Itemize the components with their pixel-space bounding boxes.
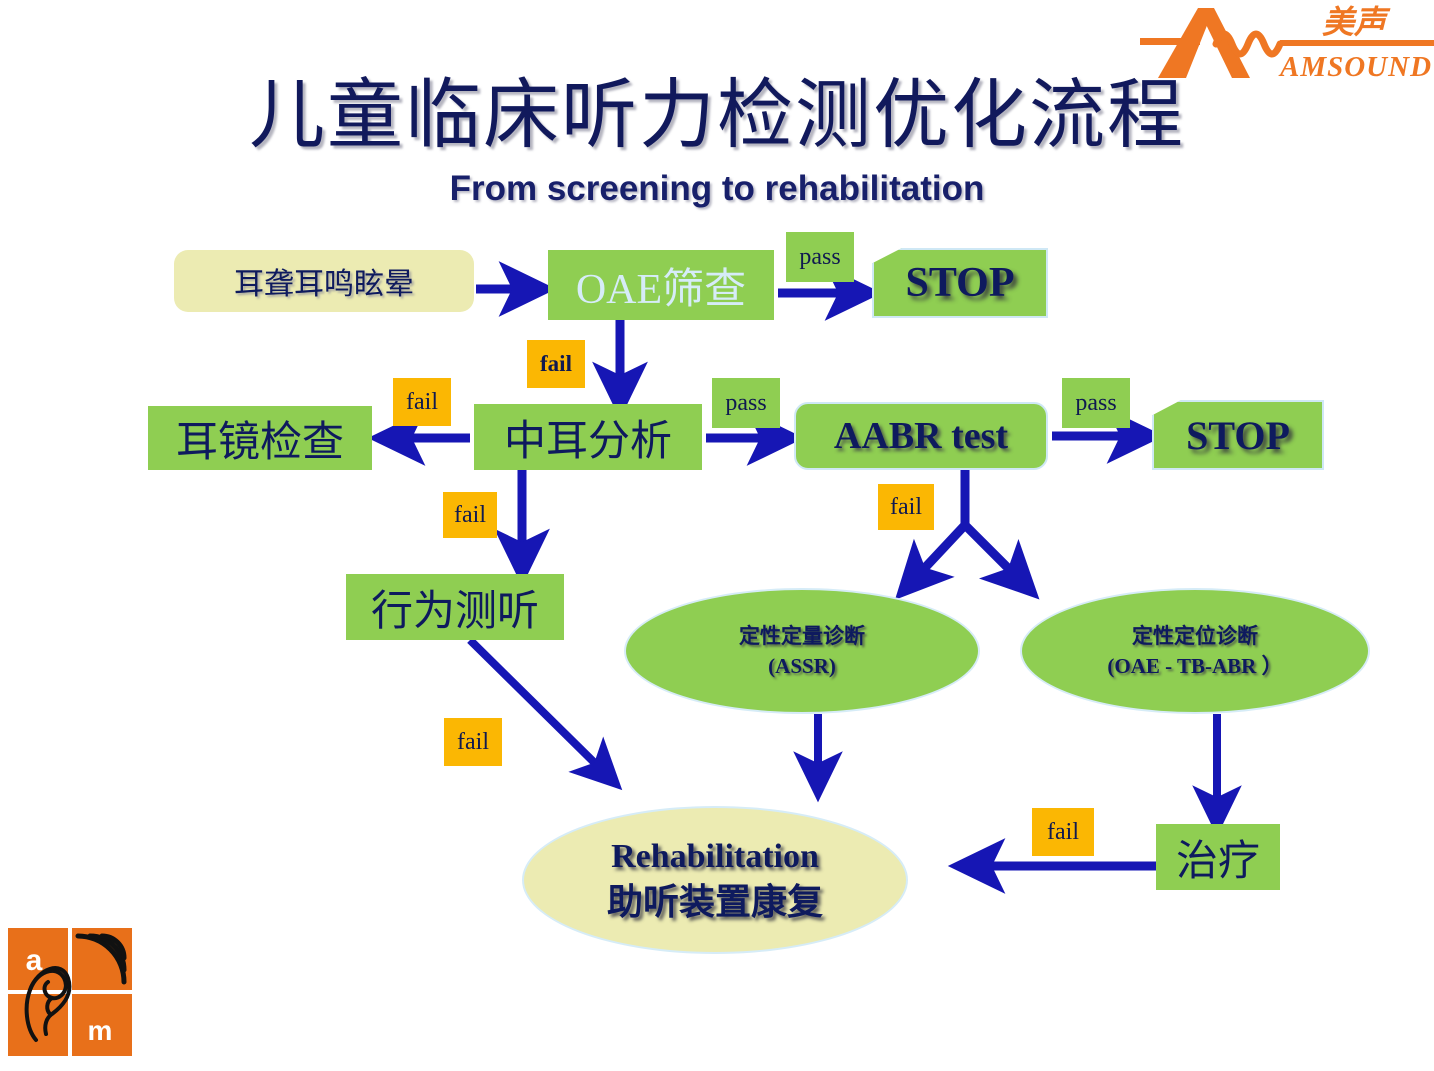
- edge-label-pass-aabr: pass: [1062, 378, 1130, 428]
- node-behavioral-audiometry-label: 行为测听: [370, 588, 539, 635]
- node-oae-screening[interactable]: OAE筛查: [548, 250, 774, 320]
- node-symptoms-label: 耳聋耳鸣眩晕: [234, 268, 414, 301]
- node-symptoms[interactable]: 耳聋耳鸣眩晕: [174, 250, 474, 312]
- edge-label-pass-oae-text: pass: [799, 243, 841, 270]
- node-middle-ear-analysis-label: 中耳分析: [503, 418, 672, 465]
- edge-label-fail-oae: fail: [527, 340, 585, 388]
- node-tbabr-diagnosis-line1: 定性定位诊断: [1132, 624, 1258, 648]
- edge-label-fail-middleear-text: fail: [454, 501, 486, 528]
- arrow-aabr-to-assr: [894, 521, 969, 600]
- brandmark-letter-m: m: [88, 1015, 113, 1046]
- tile-bottom-left: [8, 994, 68, 1056]
- svg-text:AMSOUND: AMSOUND: [1278, 51, 1432, 83]
- sound-waves-icon: [75, 933, 127, 985]
- node-treatment[interactable]: 治疗: [1156, 824, 1280, 890]
- node-aabr-test[interactable]: AABR test: [794, 402, 1048, 470]
- edge-label-fail-behavioral-text: fail: [457, 728, 489, 755]
- node-tbabr-diagnosis-line2: (OAE - TB-ABR ）: [1107, 654, 1283, 678]
- edge-label-pass-aabr-text: pass: [1075, 389, 1117, 416]
- node-rehabilitation-line2: 助听装置康复: [606, 882, 823, 922]
- node-middle-ear-analysis[interactable]: 中耳分析: [474, 404, 702, 470]
- node-treatment-label: 治疗: [1175, 838, 1260, 885]
- node-stop-1[interactable]: STOP: [872, 248, 1048, 318]
- arrow-aabr-to-tbabr: [961, 521, 1040, 600]
- node-assr-diagnosis[interactable]: 定性定量诊断 (ASSR): [624, 588, 980, 714]
- edge-label-pass-middleear-text: pass: [725, 389, 767, 416]
- node-rehabilitation-line1: Rehabilitation: [611, 838, 819, 875]
- node-tbabr-diagnosis[interactable]: 定性定位诊断 (OAE - TB-ABR ）: [1020, 588, 1370, 714]
- node-aabr-test-label: AABR test: [833, 415, 1009, 457]
- ear-icon: [24, 966, 72, 1042]
- edge-label-fail-middleear: fail: [443, 492, 497, 538]
- node-assr-diagnosis-line1: 定性定量诊断: [739, 624, 865, 648]
- node-stop-2-label: STOP: [1186, 412, 1290, 458]
- page-subtitle: From screening to rehabilitation: [449, 169, 985, 208]
- brandmark-icon-grid: a m: [8, 928, 136, 1060]
- edge-label-fail-otoscopy: fail: [393, 378, 451, 426]
- edge-label-pass-middleear: pass: [712, 378, 780, 428]
- edge-label-pass-oae: pass: [786, 232, 854, 282]
- brandmark-letter-a: a: [26, 944, 43, 977]
- edge-label-fail-oae-text: fail: [540, 351, 572, 376]
- node-stop-2[interactable]: STOP: [1152, 400, 1324, 470]
- amsound-logo-graphic: 美声 AMSOUND: [1140, 4, 1434, 83]
- svg-text:美声: 美声: [1322, 4, 1391, 40]
- edge-label-fail-aabr-text: fail: [890, 493, 922, 520]
- node-otoscopy[interactable]: 耳镜检查: [148, 406, 372, 470]
- tile-bottom-right: [72, 994, 132, 1056]
- edge-label-fail-treatment: fail: [1032, 808, 1094, 856]
- amsound-logo: 美声 AMSOUND: [1140, 2, 1434, 86]
- node-rehabilitation[interactable]: Rehabilitation 助听装置康复: [522, 806, 908, 954]
- node-otoscopy-label: 耳镜检查: [175, 419, 344, 466]
- edge-label-fail-otoscopy-text: fail: [406, 388, 438, 415]
- edge-label-fail-behavioral: fail: [444, 718, 502, 766]
- node-oae-screening-label: OAE筛查: [575, 266, 747, 313]
- node-stop-1-label: STOP: [905, 260, 1015, 306]
- page-title: 儿童临床听力检测优化流程: [249, 74, 1185, 158]
- brandmark-graphic: a m: [8, 928, 132, 1056]
- edge-label-fail-treatment-text: fail: [1047, 818, 1079, 845]
- node-assr-diagnosis-line2: (ASSR): [768, 654, 836, 678]
- node-behavioral-audiometry[interactable]: 行为测听: [346, 574, 564, 640]
- edge-label-fail-aabr: fail: [878, 484, 934, 530]
